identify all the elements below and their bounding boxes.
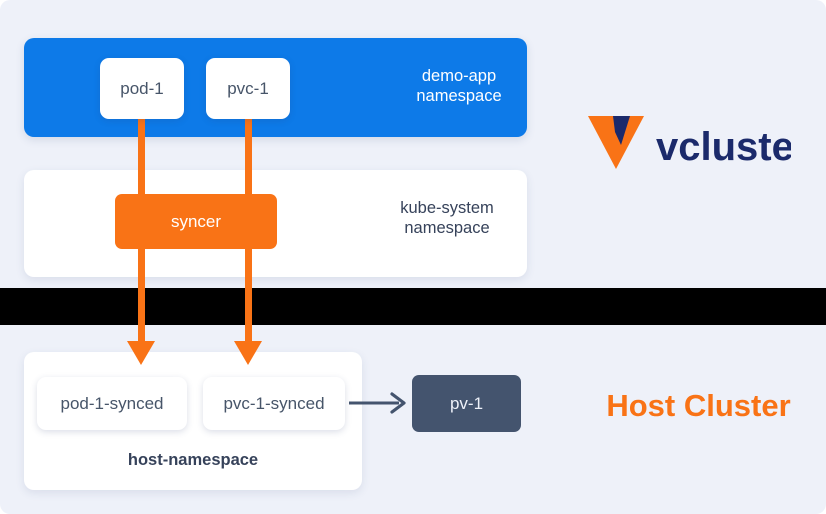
connector-pod-1-over-divider — [138, 288, 145, 325]
vcluster-v-accent-icon — [613, 116, 630, 145]
connector-pvc-1-over-divider — [245, 288, 252, 325]
resource-pvc-1-synced[interactable]: pvc-1-synced — [203, 377, 345, 430]
host-namespace-label: host-namespace — [127, 451, 259, 469]
cluster-divider-band — [0, 288, 826, 325]
vcluster-v-mark-icon — [588, 116, 644, 169]
resource-pvc-1[interactable]: pvc-1 — [206, 58, 290, 119]
resource-syncer[interactable]: syncer — [115, 194, 277, 249]
arrowhead-pod-1-synced — [127, 341, 155, 365]
connector-pod-1-to-syncer — [138, 115, 145, 199]
namespace-kube-system-label: kube-system namespace — [400, 199, 494, 238]
arrowhead-pvc-1-synced — [234, 341, 262, 365]
connector-pvc-1-synced-to-pv-1 — [349, 392, 406, 414]
vcluster-logo: vcluster — [588, 116, 791, 169]
vcluster-wordmark: vcluster — [656, 125, 791, 169]
host-cluster-title: Host Cluster — [606, 388, 791, 423]
resource-pod-1-synced[interactable]: pod-1-synced — [37, 377, 187, 430]
resource-pod-1[interactable]: pod-1 — [100, 58, 184, 119]
connector-pvc-1-to-syncer — [245, 115, 252, 199]
resource-pv-1[interactable]: pv-1 — [412, 375, 521, 432]
namespace-demo-app-label: demo-app namespace — [416, 67, 502, 106]
